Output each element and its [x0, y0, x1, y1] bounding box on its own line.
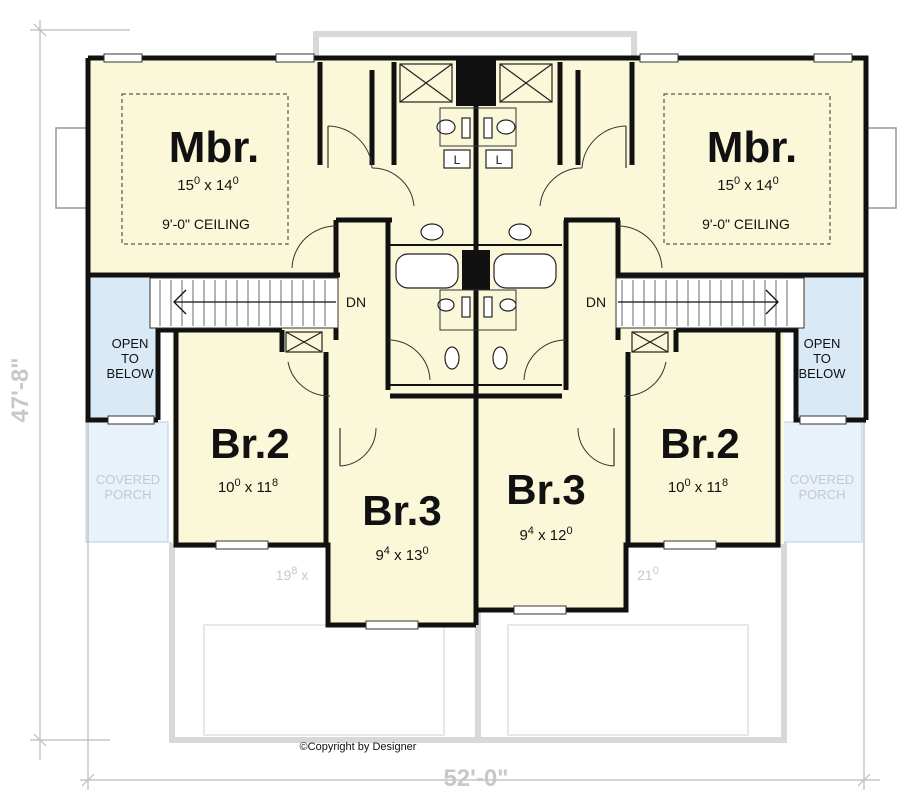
br3-left-name: Br.3	[362, 487, 441, 534]
mbr-left-name: Mbr.	[169, 123, 259, 172]
windows	[103, 53, 853, 630]
mbr-right-size: 150 x 140	[717, 175, 778, 194]
br3-right-name: Br.3	[506, 466, 585, 513]
dimension-lines	[30, 20, 880, 790]
stair-dn-right: DN	[586, 294, 606, 310]
br2-left-size: 100 x 118	[218, 477, 278, 496]
mbr-right-name: Mbr.	[707, 123, 797, 172]
br3-right-size: 94 x 120	[519, 525, 572, 544]
copyright-text: ©Copyright by Designer	[300, 741, 417, 753]
br3-left-size: 94 x 130	[375, 545, 428, 564]
covered-porch-areas	[85, 421, 863, 543]
br2-left-name: Br.2	[210, 420, 289, 467]
walls	[85, 55, 869, 628]
center-chase	[456, 60, 496, 106]
laundry-label-right: L	[496, 153, 503, 167]
vanity-counters	[439, 107, 517, 331]
br2-right-size: 100 x 118	[668, 477, 728, 496]
stair-left	[149, 277, 339, 329]
garage-dim-right: 210	[637, 565, 659, 583]
garage-doors	[203, 624, 749, 736]
stair-dn-left: DN	[346, 294, 366, 310]
mbr-left-size: 150 x 140	[177, 175, 238, 194]
center-chase-2	[462, 250, 490, 290]
open-to-below-areas	[90, 276, 862, 418]
door-swings	[287, 125, 667, 467]
stair-arrows	[173, 289, 779, 315]
laundry-boxes	[443, 149, 513, 169]
mbr-left-ceiling: 9'-0" CEILING	[162, 216, 250, 232]
stair-treads	[159, 280, 788, 326]
bath-fixtures	[395, 117, 557, 370]
overall-width: 52'-0"	[443, 765, 508, 792]
door-leaves	[327, 126, 627, 466]
laundry-label-left: L	[454, 153, 461, 167]
overall-depth: 47'-8"	[7, 357, 34, 422]
mbr-right-ceiling: 9'-0" CEILING	[702, 216, 790, 232]
br2-right-name: Br.2	[660, 420, 739, 467]
garage-dim-left: 198 x	[276, 565, 309, 583]
closet-boxes	[285, 63, 669, 353]
ceiling-outlines	[121, 93, 831, 245]
